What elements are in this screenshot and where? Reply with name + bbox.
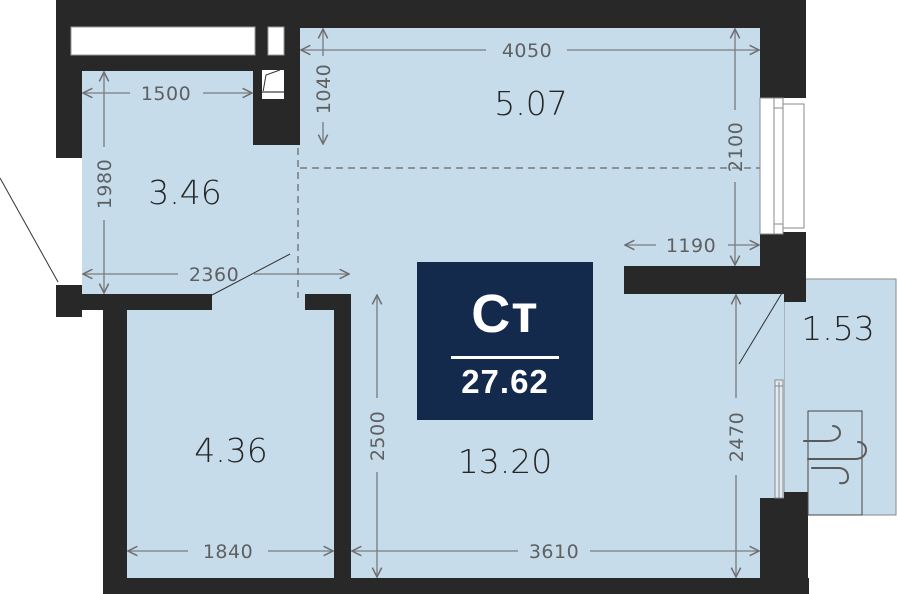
dimension-lines: [83, 29, 759, 577]
balcony-door-icon: [774, 379, 784, 499]
dim-bathroom-width: 1840: [203, 541, 253, 563]
dim-wall-offset: 1190: [666, 235, 716, 257]
balcony-floor: [783, 278, 897, 516]
badge-divider: [451, 356, 559, 359]
total-area: 27.62: [461, 363, 549, 400]
dim-hallway-full-width: 2360: [189, 264, 239, 286]
door-swing-icon: [0, 177, 59, 283]
room-floors: [82, 28, 784, 578]
window-icon: [759, 97, 805, 235]
dim-living-depth-left: 2500: [367, 411, 389, 461]
dim-living-width: 3610: [529, 541, 579, 563]
dim-kitchen-depth: 1040: [313, 64, 335, 114]
room-area-hallway: 3.46: [148, 173, 221, 212]
dim-hallway-depth: 1980: [94, 159, 116, 209]
water-heater-icon: [262, 69, 284, 99]
room-area-bathroom: 4.36: [194, 431, 267, 470]
room-area-living: 13.20: [458, 442, 552, 481]
dim-window-wall: 2100: [725, 122, 747, 172]
dim-kitchen-width: 4050: [502, 40, 552, 62]
apartment-type: Ст: [471, 284, 539, 344]
vent-opening-1: [70, 26, 256, 56]
door-swing-icon: [738, 292, 783, 365]
wind-icon: [803, 410, 868, 516]
apartment-type-badge: Ст 27.62: [417, 262, 593, 420]
dim-hallway-width: 1500: [141, 83, 191, 105]
door-swing-icon: [211, 253, 291, 296]
vent-opening-2: [267, 26, 285, 56]
room-area-balcony: 1.53: [801, 309, 874, 348]
zone-divider: [297, 148, 760, 298]
walls: [56, 0, 809, 594]
dim-living-depth-right: 2470: [726, 412, 748, 462]
room-area-kitchen: 5.07: [494, 84, 567, 123]
